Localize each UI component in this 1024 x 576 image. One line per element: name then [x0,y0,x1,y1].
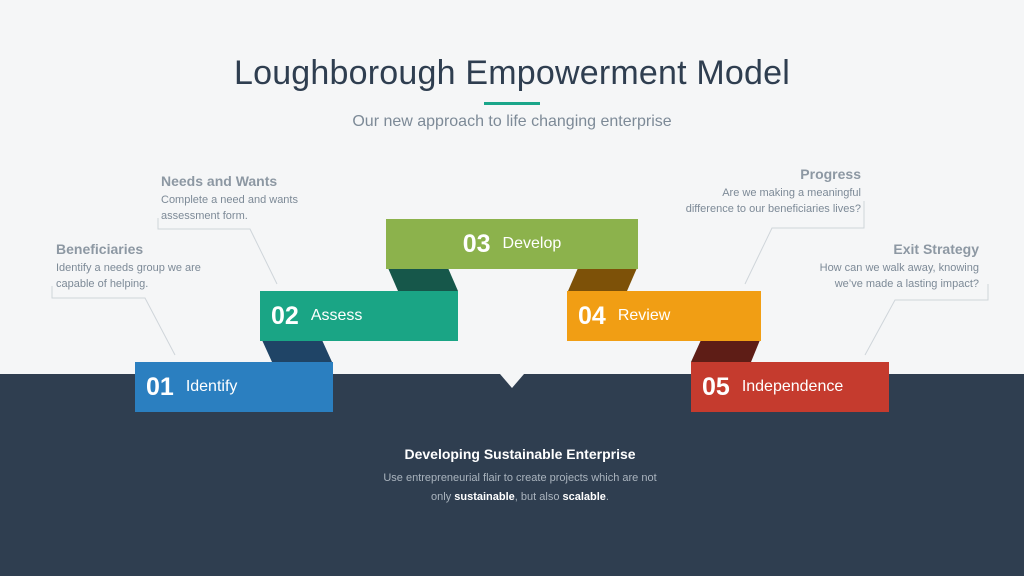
leader-beneficiaries [51,286,176,356]
footer-line-2: only sustainable, but also scalable. [0,488,1024,507]
panel-pointer [500,374,524,388]
note-text: Are we making a meaningful [722,187,861,199]
note-beneficiaries: Beneficiaries Identify a needs group we … [56,240,276,292]
connector-01-02 [262,340,332,362]
step-label: Independence [741,378,844,395]
note-heading: Progress [800,166,861,182]
footer-line-1: Use entrepreneurial flair to create proj… [383,472,657,484]
note-needs-and-wants: Needs and Wants Complete a need and want… [161,172,381,224]
note-exit-strategy: Exit Strategy How can we walk away, know… [740,240,979,292]
step-assess: 02 Assess [260,291,458,341]
connector-02-03 [388,268,458,291]
step-independence: 05 Independence [691,362,889,412]
note-text: assessment form. [161,210,248,222]
connector-04-05 [691,340,760,362]
connector-03-04 [568,268,637,291]
footer-text-suffix: . [605,491,609,503]
page-subtitle: Our new approach to life changing enterp… [352,113,672,130]
step-label: Review [617,307,671,324]
note-heading: Needs and Wants [161,173,278,189]
step-number: 04 [578,301,606,330]
footer-emphasis-scalable: scalable [562,491,606,503]
step-number: 05 [702,372,730,401]
footer-description: Use entrepreneurial flair to create proj… [0,469,1024,507]
note-heading: Exit Strategy [893,241,979,257]
step-number: 02 [271,301,299,330]
leader-exit [864,284,989,356]
note-progress: Progress Are we making a meaningful diff… [600,165,861,217]
leader-progress [744,201,865,285]
step-label: Develop [502,235,562,252]
step-label: Identify [185,378,238,395]
step-number: 01 [146,372,174,401]
footer-text-prefix: only [431,491,455,503]
step-identify: 01 Identify [135,362,333,412]
footer-emphasis-sustainable: sustainable [454,491,515,503]
note-heading: Beneficiaries [56,241,144,257]
step-review: 04 Review [567,291,761,341]
note-text: capable of helping. [56,278,149,290]
note-text: Identify a needs group we are [56,262,201,274]
note-text: How can we walk away, knowing [819,262,979,274]
page-title: Loughborough Empowerment Model [233,54,790,92]
footer-heading: Developing Sustainable Enterprise [404,446,636,462]
note-text: difference to our beneficiaries lives? [685,203,861,215]
note-text: Complete a need and wants [161,194,298,206]
step-label: Assess [310,307,363,324]
step-number: 03 [462,229,491,258]
leader-needs [157,218,278,285]
footer-text-middle: , but also [514,491,563,503]
title-underline [484,102,540,105]
note-text: we’ve made a lasting impact? [834,278,979,290]
step-develop: 03 Develop [386,219,638,269]
